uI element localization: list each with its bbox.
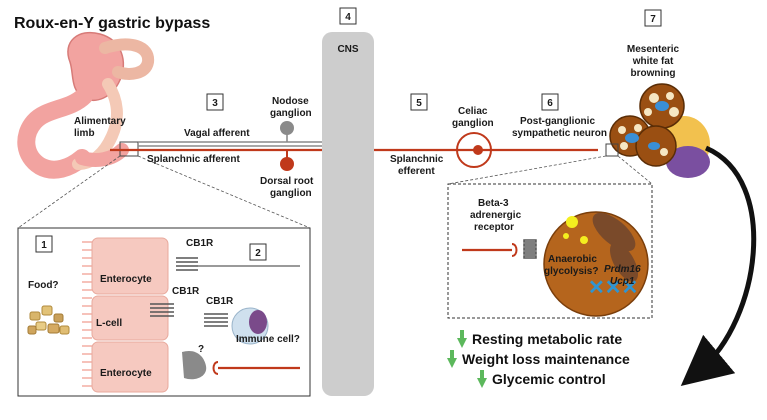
prdm16-label: Prdm16 [604,264,641,275]
nodose-ganglion-label-1: Nodose [272,96,309,107]
alimentary-limb-label-1: Alimentary [74,116,126,127]
outcome-resting: Resting metabolic rate [472,331,622,347]
step-5-number: 5 [416,98,422,109]
stomach-illustration [17,31,154,179]
step-3-number: 3 [212,98,218,109]
step-4-box [339,7,357,25]
step-5-box [410,93,428,111]
celiac-ganglion-label-2: ganglion [452,118,494,129]
unknown-transporter [182,350,207,380]
food-particles [27,305,70,335]
l-cell [91,295,169,341]
step-2-box [249,243,267,261]
enterocyte-bottom-label: Enterocyte [100,368,152,379]
enterocyte-top-label: Enterocyte [100,274,152,285]
zoom-line-right [137,155,311,229]
postganglionic-label-2: sympathetic neuron [512,128,607,139]
beta3-label-1: Beta-3 [478,198,509,209]
immune-cell-label: Immune cell? [236,334,300,345]
step-7-box [644,9,662,27]
cns-label: CNS [337,44,358,55]
immune-cell-nucleus [249,310,267,334]
adipocyte-cell: ✕✕✕ [543,211,649,317]
up-arrow-icon [477,370,487,388]
celiac-ganglion-ring [456,132,492,168]
mesenteric-label-1: Mesenteric [627,44,680,55]
splanchnic-efferent-label-2: efferent [398,166,435,177]
dorsal-root-ganglion-node [280,157,294,171]
outcome-arrow [680,145,757,387]
enterocyte-bottom-cell [91,341,169,393]
mesenteric-label-2: white fat [632,56,674,67]
outcome-list: Resting metabolic rate Weight loss maint… [447,330,630,388]
fat-zoom-line-left [447,155,607,185]
dna-glyph: ✕✕✕ [588,277,638,299]
up-arrow-icon [447,350,457,368]
cb1r-label-a: CB1R [186,238,214,249]
splanchnic-efferent-label-1: Splanchnic [390,154,444,165]
ucp1-label: Ucp1 [610,276,635,287]
step-1-number: 1 [41,240,47,251]
enterocyte-top-cell [91,237,169,295]
fat-zoom-box [605,143,619,157]
postganglionic-label-1: Post-ganglionic [520,116,595,127]
cb1r-label-c: CB1R [206,296,234,307]
celiac-ganglion-node [473,145,483,155]
zoom-line-left [17,155,121,229]
fat-zoom-line-right [617,155,653,185]
cns-column [322,32,374,396]
nodose-ganglion-node [280,121,294,135]
step-2-number: 2 [255,248,261,259]
splanchnic-afferent-nerve [110,148,335,171]
step-7-number: 7 [650,14,656,25]
question-label: ? [198,344,204,355]
step-4-number: 4 [345,12,351,23]
alimentary-limb-label-2: limb [74,128,95,139]
beta3-receptor [523,239,537,259]
microvilli [82,241,92,387]
splanchnic-efferent-nerve [374,132,598,168]
splanchnic-afferent-label: Splanchnic afferent [147,154,240,165]
step-1-box [35,235,53,253]
food-label: Food? [28,280,59,291]
splanchnic-terminal [212,361,219,375]
step-3-box [206,93,224,111]
brown-fat-cluster [609,83,710,178]
diagram-title: Roux-en-Y gastric bypass [14,15,210,32]
beta3-label-2: adrenergic [470,210,522,221]
axon-terminal [511,243,518,257]
dorsal-root-ganglion-label-1: Dorsal root [260,176,314,187]
vagal-afferent-label: Vagal afferent [184,128,250,139]
outcome-glycemic: Glycemic control [492,371,606,387]
step-6-box [541,93,559,111]
beta3-label-3: receptor [474,222,514,233]
mesenteric-label-3: browning [631,68,676,79]
dorsal-root-ganglion-label-2: ganglion [270,188,312,199]
outcome-weight: Weight loss maintenance [462,351,630,367]
vagal-afferent-nerve [138,121,335,147]
step-6-number: 6 [547,98,553,109]
anaerobic-label-1: Anaerobic [548,254,597,265]
nodose-ganglion-label-2: ganglion [270,108,312,119]
l-cell-label: L-cell [96,318,122,329]
celiac-ganglion-label-1: Celiac [458,106,488,117]
cb1r-receptors [150,257,228,327]
anaerobic-label-2: glycolysis? [544,266,598,277]
up-arrow-icon [457,330,467,348]
cb1r-label-b: CB1R [172,286,200,297]
